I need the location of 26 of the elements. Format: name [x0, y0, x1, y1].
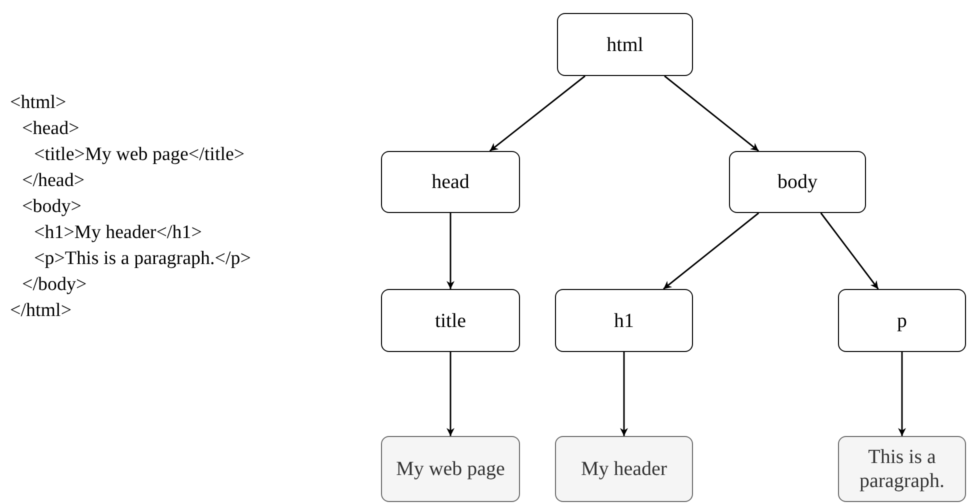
arrow: [898, 352, 906, 436]
element-node-box: head: [381, 151, 520, 213]
code-line: <h1>My header</h1>: [34, 221, 202, 245]
arrow: [446, 213, 454, 289]
arrow: [663, 212, 760, 290]
code-line: <p>This is a paragraph.</p>: [34, 247, 251, 271]
element-node-box: body: [729, 151, 866, 213]
arrow: [620, 352, 628, 436]
arrow: [489, 75, 586, 152]
code-line: </html>: [10, 299, 72, 323]
code-line: <title>My web page</title>: [34, 143, 245, 167]
text-node-box: My header: [555, 436, 693, 502]
code-line: </head>: [22, 169, 85, 193]
code-line: <head>: [22, 117, 80, 141]
element-node-box: h1: [555, 289, 693, 352]
text-node-box: My web page: [381, 436, 520, 502]
code-line: <body>: [22, 195, 82, 219]
text-node-box: This is a paragraph.: [838, 436, 966, 502]
arrow: [820, 212, 879, 290]
code-line: <html>: [10, 91, 66, 115]
arrow: [446, 352, 454, 436]
arrow: [664, 75, 760, 152]
element-node-box: html: [557, 13, 693, 76]
element-node-box: p: [838, 289, 966, 352]
code-line: </body>: [22, 273, 87, 297]
element-node-box: title: [381, 289, 520, 352]
